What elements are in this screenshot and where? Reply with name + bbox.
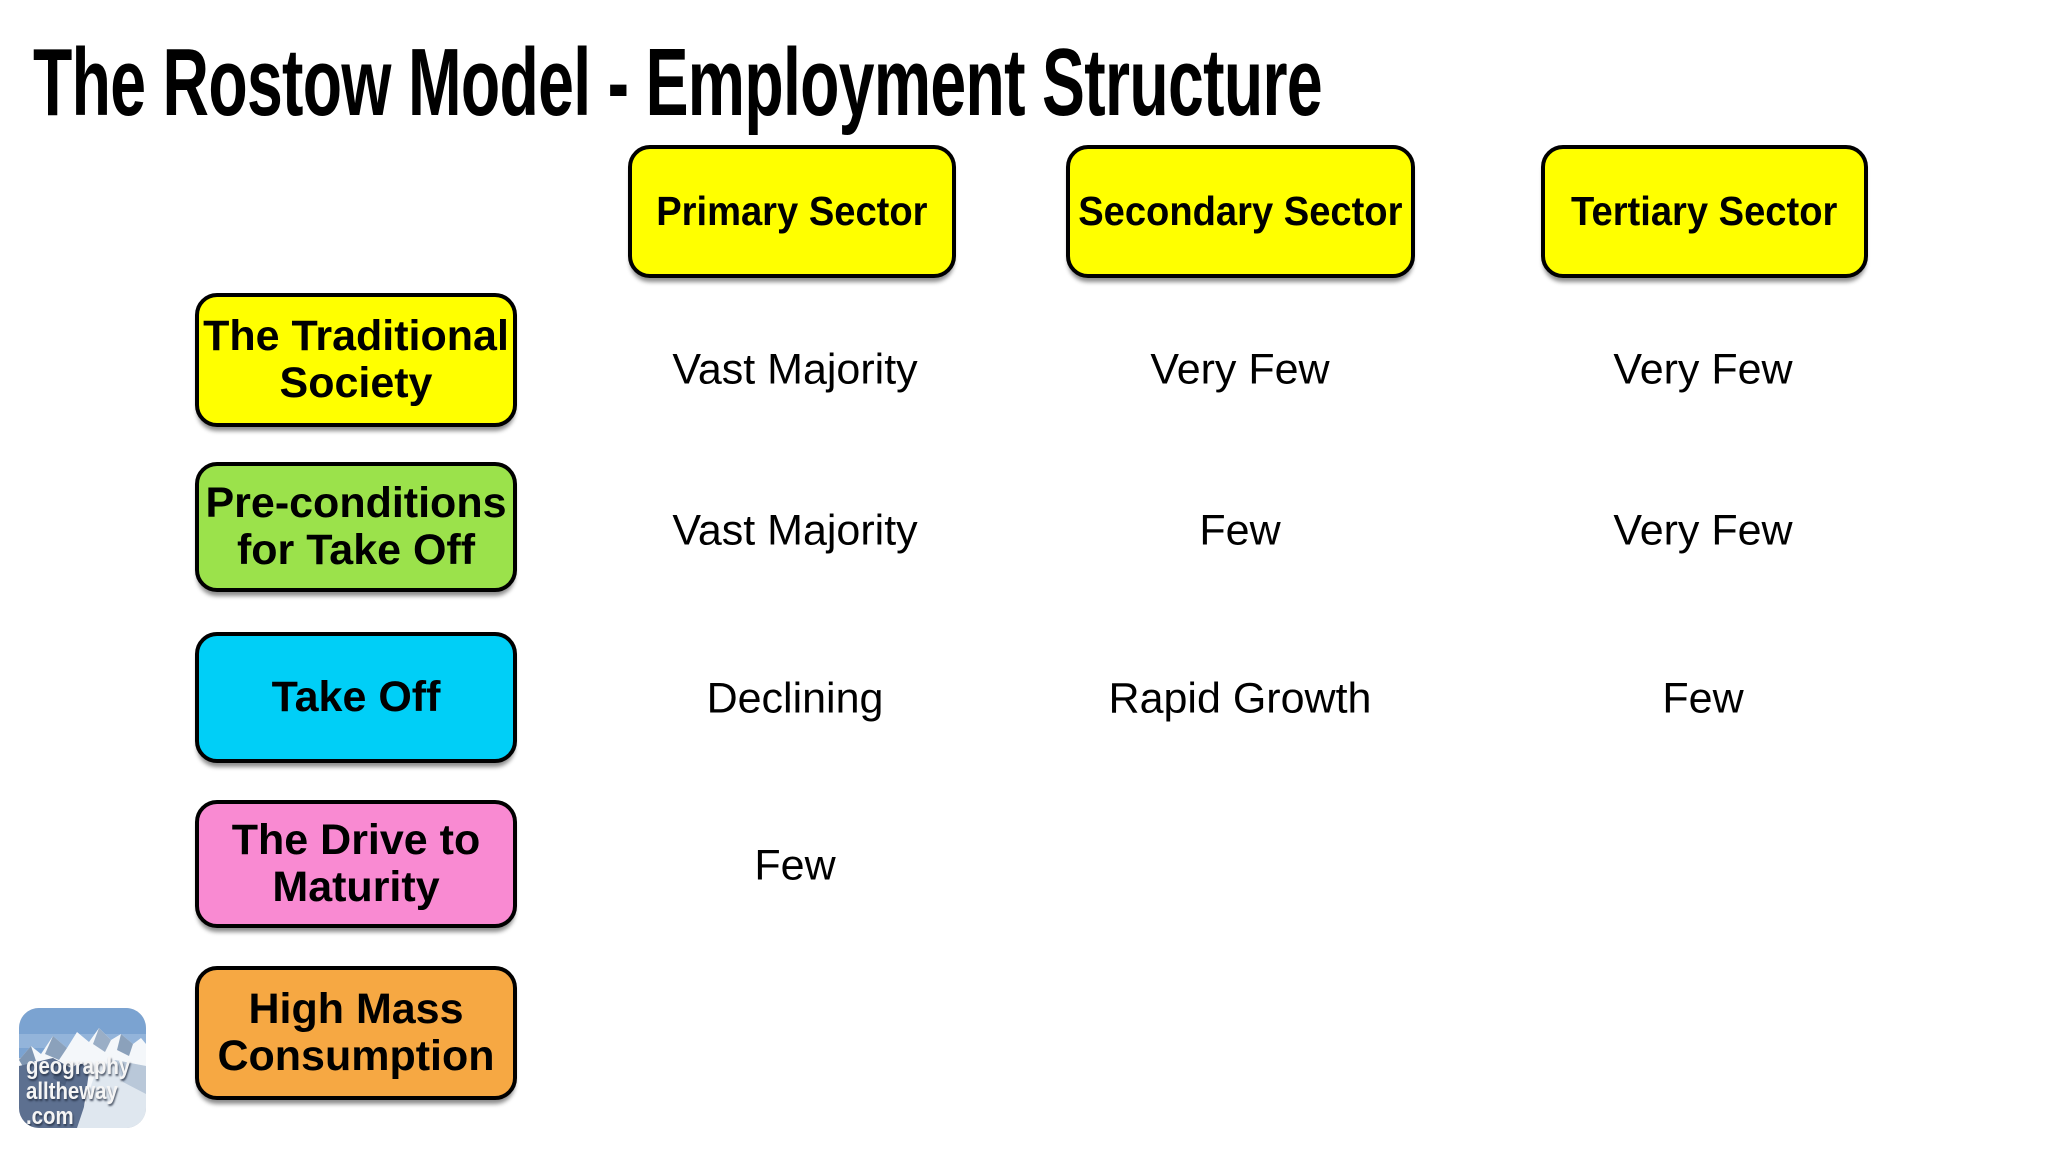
stage-box-preconditions-for-take-off: Pre-conditions for Take Off [195,462,517,592]
table-cell: Vast Majority [672,506,918,555]
table-cell: Very Few [1613,506,1793,555]
logo-wordmark: geography alltheway .com [26,1053,131,1128]
stage-label: Pre-conditions for Take Off [205,478,507,574]
mountain-photo-icon [19,1008,146,1128]
stage-box-drive-to-maturity: The Drive to Maturity [195,800,517,928]
column-header-primary-sector: Primary Sector [628,145,956,278]
stage-box-take-off: Take Off [195,632,517,763]
column-header-label: Tertiary Sector [1571,188,1838,234]
page-title: The Rostow Model - Employment Structure [33,29,1323,136]
geographyalltheway-logo: geography alltheway .com [19,1008,146,1128]
column-header-label: Primary Sector [656,188,928,234]
table-cell: Declining [706,674,884,723]
logo-image: geography alltheway .com [19,1008,146,1128]
table-cell: Very Few [1150,345,1330,394]
stage-label: High Mass Consumption [217,984,495,1080]
table-cell: Few [1199,506,1281,555]
stage-box-traditional-society: The Traditional Society [195,293,517,427]
stage-label: The Drive to Maturity [231,815,481,911]
table-cell: Rapid Growth [1108,674,1372,723]
column-header-secondary-sector: Secondary Sector [1066,145,1415,278]
column-header-label: Secondary Sector [1078,188,1403,234]
stage-label: The Traditional Society [203,311,509,407]
table-cell: Vast Majority [672,345,918,394]
table-cell: Few [754,841,836,890]
logo-reflection: geography alltheway .com [19,1130,146,1152]
column-header-tertiary-sector: Tertiary Sector [1541,145,1868,278]
stage-label: Take Off [271,672,441,721]
table-cell: Very Few [1613,345,1793,394]
table-cell: Few [1662,674,1744,723]
stage-box-high-mass-consumption: High Mass Consumption [195,966,517,1100]
